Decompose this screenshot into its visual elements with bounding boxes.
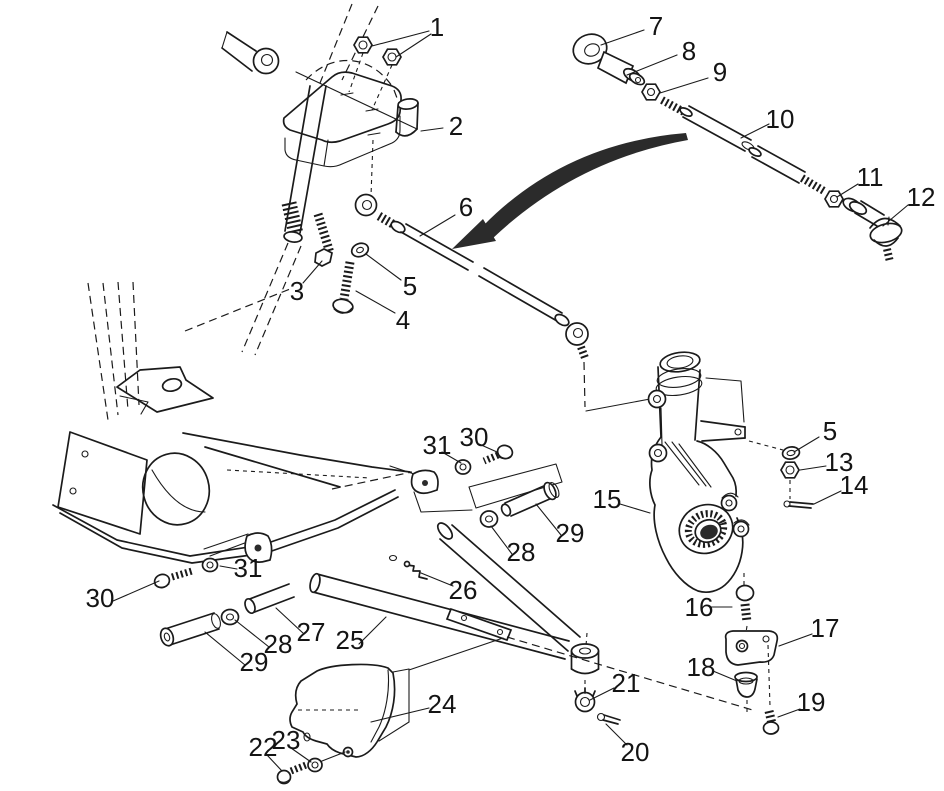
callout-13: 13 [825, 447, 854, 477]
flange-nut-1b [382, 48, 402, 66]
jam-nut-11 [824, 190, 844, 208]
jam-nut-9 [641, 83, 661, 101]
callout-26: 26 [449, 575, 478, 605]
callout-30-rear: 30 [460, 422, 489, 452]
retainer-plate-17 [724, 630, 779, 707]
mud-guard-24 [289, 663, 410, 758]
leader-lines [112, 29, 909, 772]
mount-bracket-front [203, 532, 273, 563]
callout-22: 22 [249, 732, 278, 762]
tie-rod-10 [660, 96, 827, 195]
callout-10: 10 [766, 104, 795, 134]
steering-column [241, 3, 379, 356]
bushing-2 [395, 98, 419, 137]
bolt-16 [735, 573, 755, 640]
callout-4: 4 [396, 305, 410, 335]
grease-fitting-26 [388, 554, 428, 580]
callout-8: 8 [682, 36, 696, 66]
callout-29-front: 29 [240, 647, 269, 677]
callout-3: 3 [290, 276, 304, 306]
bolt-30-front [153, 567, 194, 589]
callout-7: 7 [649, 11, 663, 41]
cotter-pin-20 [596, 712, 621, 725]
callout-31-rear: 31 [423, 430, 452, 460]
tie-rod-end-12 [842, 197, 903, 263]
callout-25: 25 [336, 625, 365, 655]
callout-11: 11 [857, 162, 884, 192]
castle-nut-21 [574, 687, 596, 713]
callout-1: 1 [430, 12, 444, 42]
tie-rod-installed-6 [354, 193, 651, 412]
rod-end-shank-8 [596, 50, 646, 86]
callout-29-rear: 29 [556, 518, 585, 548]
nut-13 [780, 461, 800, 499]
pivot-sleeve-27 [244, 583, 295, 615]
callout-17: 17 [811, 613, 840, 643]
callout-24: 24 [428, 689, 457, 719]
pivot-shaft-29-rear [500, 481, 560, 517]
bolt-4 [332, 261, 355, 314]
washer-28-front [220, 608, 240, 626]
callout-27: 27 [297, 617, 326, 647]
bolt-22 [276, 761, 308, 785]
callout-15: 15 [593, 484, 622, 514]
callout-28-rear: 28 [507, 537, 536, 567]
washer-5a [350, 242, 370, 258]
bolt-30-rear [482, 444, 514, 465]
washer-31-front [201, 557, 219, 573]
steering-knuckle-15 [647, 351, 750, 594]
callout-labels: 1 2 3 4 5 6 7 8 9 10 11 12 5 13 14 15 16… [86, 11, 936, 767]
callout-18: 18 [687, 652, 716, 682]
callout-31-front: 31 [234, 553, 263, 583]
callout-6: 6 [459, 192, 473, 222]
ball-joint-18 [734, 671, 758, 713]
callout-19: 19 [797, 687, 826, 717]
callout-5b: 5 [823, 416, 837, 446]
a-arm-25 [309, 522, 581, 660]
bolt-19 [762, 709, 780, 735]
washer-23 [307, 751, 346, 773]
alignment-line [408, 637, 504, 671]
washer-28-rear [479, 510, 499, 528]
callout-16: 16 [685, 592, 714, 622]
pivot-tube-29-front [159, 612, 222, 647]
washer-31-rear [454, 459, 472, 475]
callout-9: 9 [713, 57, 727, 87]
callout-12: 12 [907, 182, 936, 212]
washer-5b [748, 440, 801, 460]
tie-rod-end-upper-left [221, 31, 418, 130]
callout-23: 23 [272, 725, 301, 755]
callout-5: 5 [403, 271, 417, 301]
callout-2: 2 [449, 111, 463, 141]
callout-14: 14 [840, 470, 869, 500]
callout-30-front: 30 [86, 583, 115, 613]
flange-nut-1a [353, 36, 373, 54]
cotter-pin-14 [783, 500, 814, 509]
callout-20: 20 [621, 737, 650, 767]
callout-21: 21 [612, 668, 641, 698]
mount-bracket-rear [389, 465, 473, 513]
callout-28-front: 28 [264, 629, 293, 659]
bolt-3 [313, 212, 335, 267]
direction-arrow [452, 133, 688, 249]
alignment-line-dashed [506, 636, 757, 712]
